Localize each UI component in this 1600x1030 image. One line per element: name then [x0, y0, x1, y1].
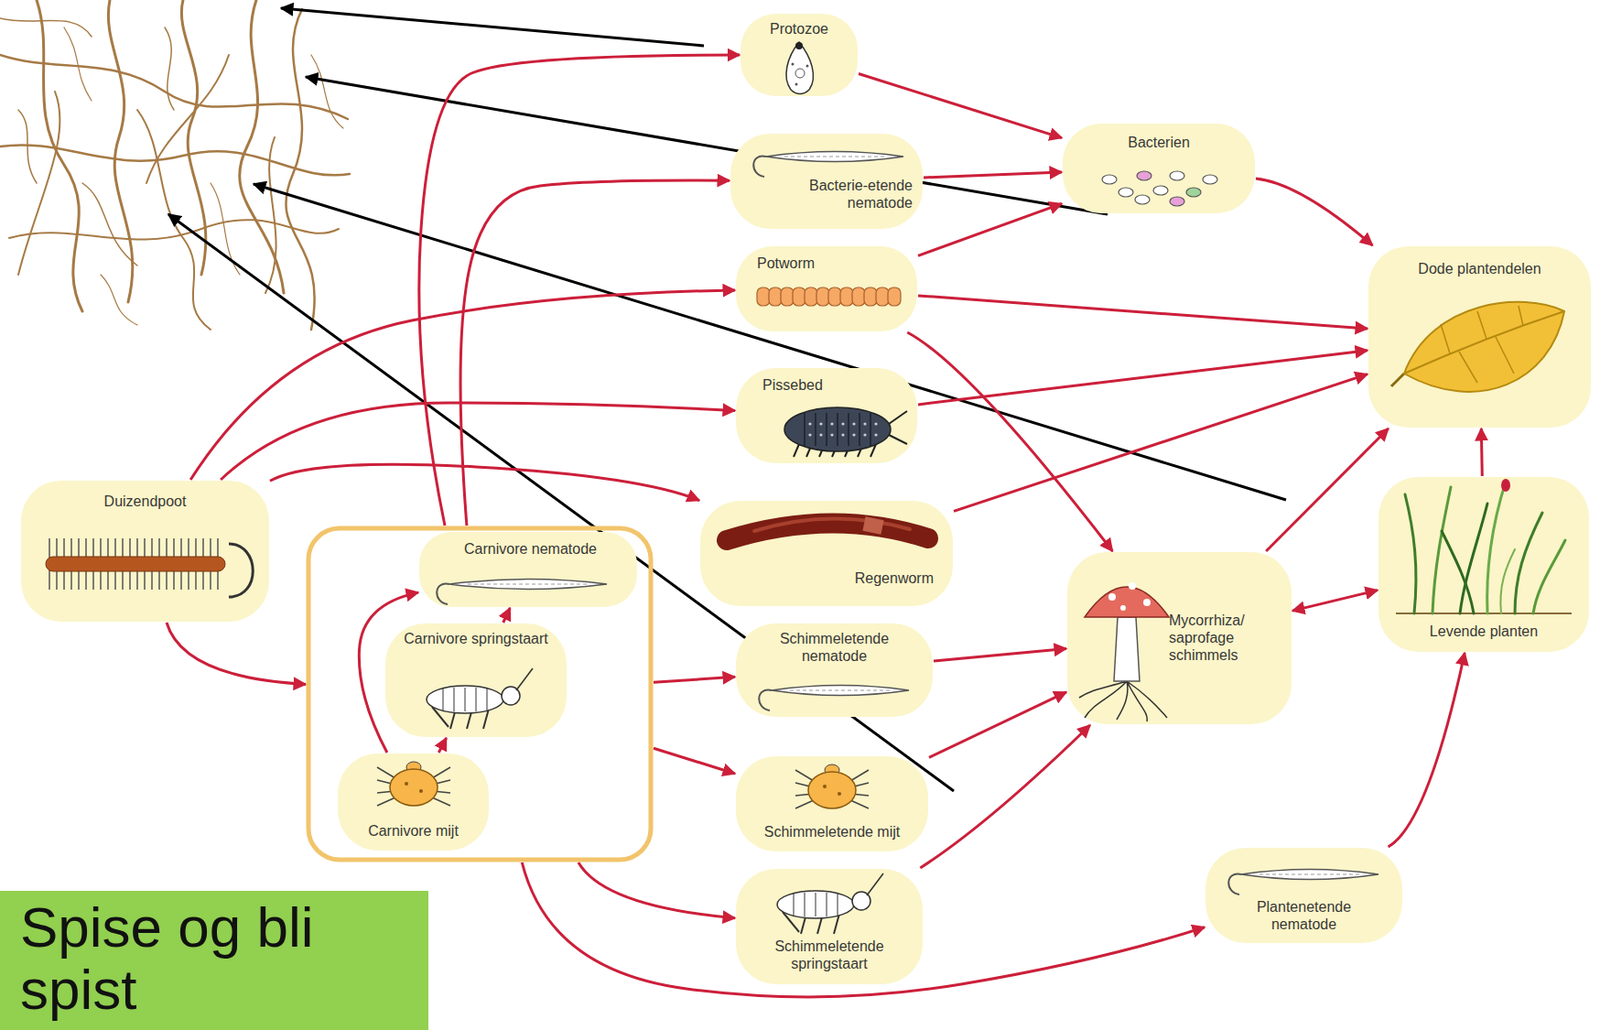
food-arrow: [1292, 590, 1378, 612]
food-arrow: [953, 374, 1368, 512]
food-arrow: [933, 648, 1067, 661]
food-arrow: [1265, 428, 1389, 552]
food-arrow: [521, 862, 1205, 997]
food-arrow: [929, 691, 1067, 758]
food-arrow: [1481, 428, 1482, 476]
plant-roots: [0, 0, 350, 330]
organism-label: Levende planten: [1395, 622, 1572, 640]
food-arrow: [438, 737, 446, 753]
organism-box: Bacterien: [1061, 122, 1256, 215]
organism-box: Carnivore mijt: [336, 752, 490, 852]
organism-label: Bacterie-etende nematode: [769, 176, 913, 212]
leader-line: [281, 8, 704, 46]
organism-label: Plantenetende nematode: [1232, 897, 1376, 933]
organism-box: Mycorrhiza/ saprofage schimmels: [1066, 551, 1293, 725]
food-arrow: [578, 862, 736, 919]
food-arrow: [166, 622, 306, 684]
organism-box: Potworm: [735, 245, 919, 333]
organism-label: Regenworm: [787, 569, 934, 587]
organism-box: Bacterie-etende nematode: [729, 132, 924, 230]
leader-line: [305, 76, 1108, 215]
food-arrow: [653, 747, 736, 774]
organism-box: Pissebed: [735, 367, 919, 465]
organism-label: Carnivore nematode: [464, 540, 620, 558]
food-arrow: [858, 74, 1062, 139]
organism-box: Levende planten: [1377, 475, 1590, 653]
organism-label: Mycorrhiza/ saprofage schimmels: [1168, 611, 1284, 665]
organism-box: Carnivore nematode: [418, 530, 638, 608]
organism-box: Plantenetende nematode: [1204, 846, 1404, 944]
food-arrow: [653, 676, 736, 682]
organism-label: Dode plantendelen: [1389, 259, 1570, 278]
organism-box: Protozoe: [739, 12, 859, 98]
title-text: Spise og bli spist: [20, 896, 414, 1021]
organism-label: Carnivore mijt: [345, 821, 481, 840]
organism-label: Potworm: [756, 254, 876, 272]
food-arrow: [918, 203, 1062, 256]
food-arrow: [460, 180, 730, 526]
organism-label: Carnivore springstaart: [393, 629, 559, 648]
organism-label: Schimmeletende springstaart: [751, 937, 908, 973]
organism-box: Dode plantendelen: [1367, 245, 1592, 429]
food-arrow: [270, 464, 700, 500]
food-arrow: [923, 172, 1062, 178]
food-arrow: [503, 607, 511, 623]
organism-label: Duizendpoot: [56, 492, 234, 510]
carnivore-group: Carnivore nematodeCarnivore springstaart…: [305, 525, 654, 863]
organism-label: Schimmeletende nematode: [751, 629, 918, 665]
organism-label: Bacterien: [1089, 133, 1229, 152]
organism-label: Protozoe: [748, 20, 850, 38]
food-arrow: [190, 290, 736, 480]
leader-lines: [168, 8, 1287, 791]
organism-label: Schimmeletende mijt: [751, 822, 913, 841]
food-arrow: [1255, 178, 1373, 246]
food-arrow: [1388, 652, 1466, 847]
organism-box: Regenworm: [699, 499, 954, 607]
organism-box: Schimmeletende nematode: [735, 622, 934, 718]
organism-box: Schimmeletende springstaart: [735, 867, 924, 985]
organism-illustration: [699, 499, 954, 607]
organism-box: Duizendpoot: [20, 479, 271, 623]
organism-box: Schimmeletende mijt: [735, 755, 930, 853]
title-box: Spise og bli spist: [0, 890, 429, 1030]
food-arrow: [918, 295, 1368, 329]
organism-box: Carnivore springstaart: [384, 622, 568, 738]
organism-label: Pissebed: [762, 376, 873, 394]
leader-line: [168, 214, 954, 791]
food-arrow: [919, 724, 1091, 868]
